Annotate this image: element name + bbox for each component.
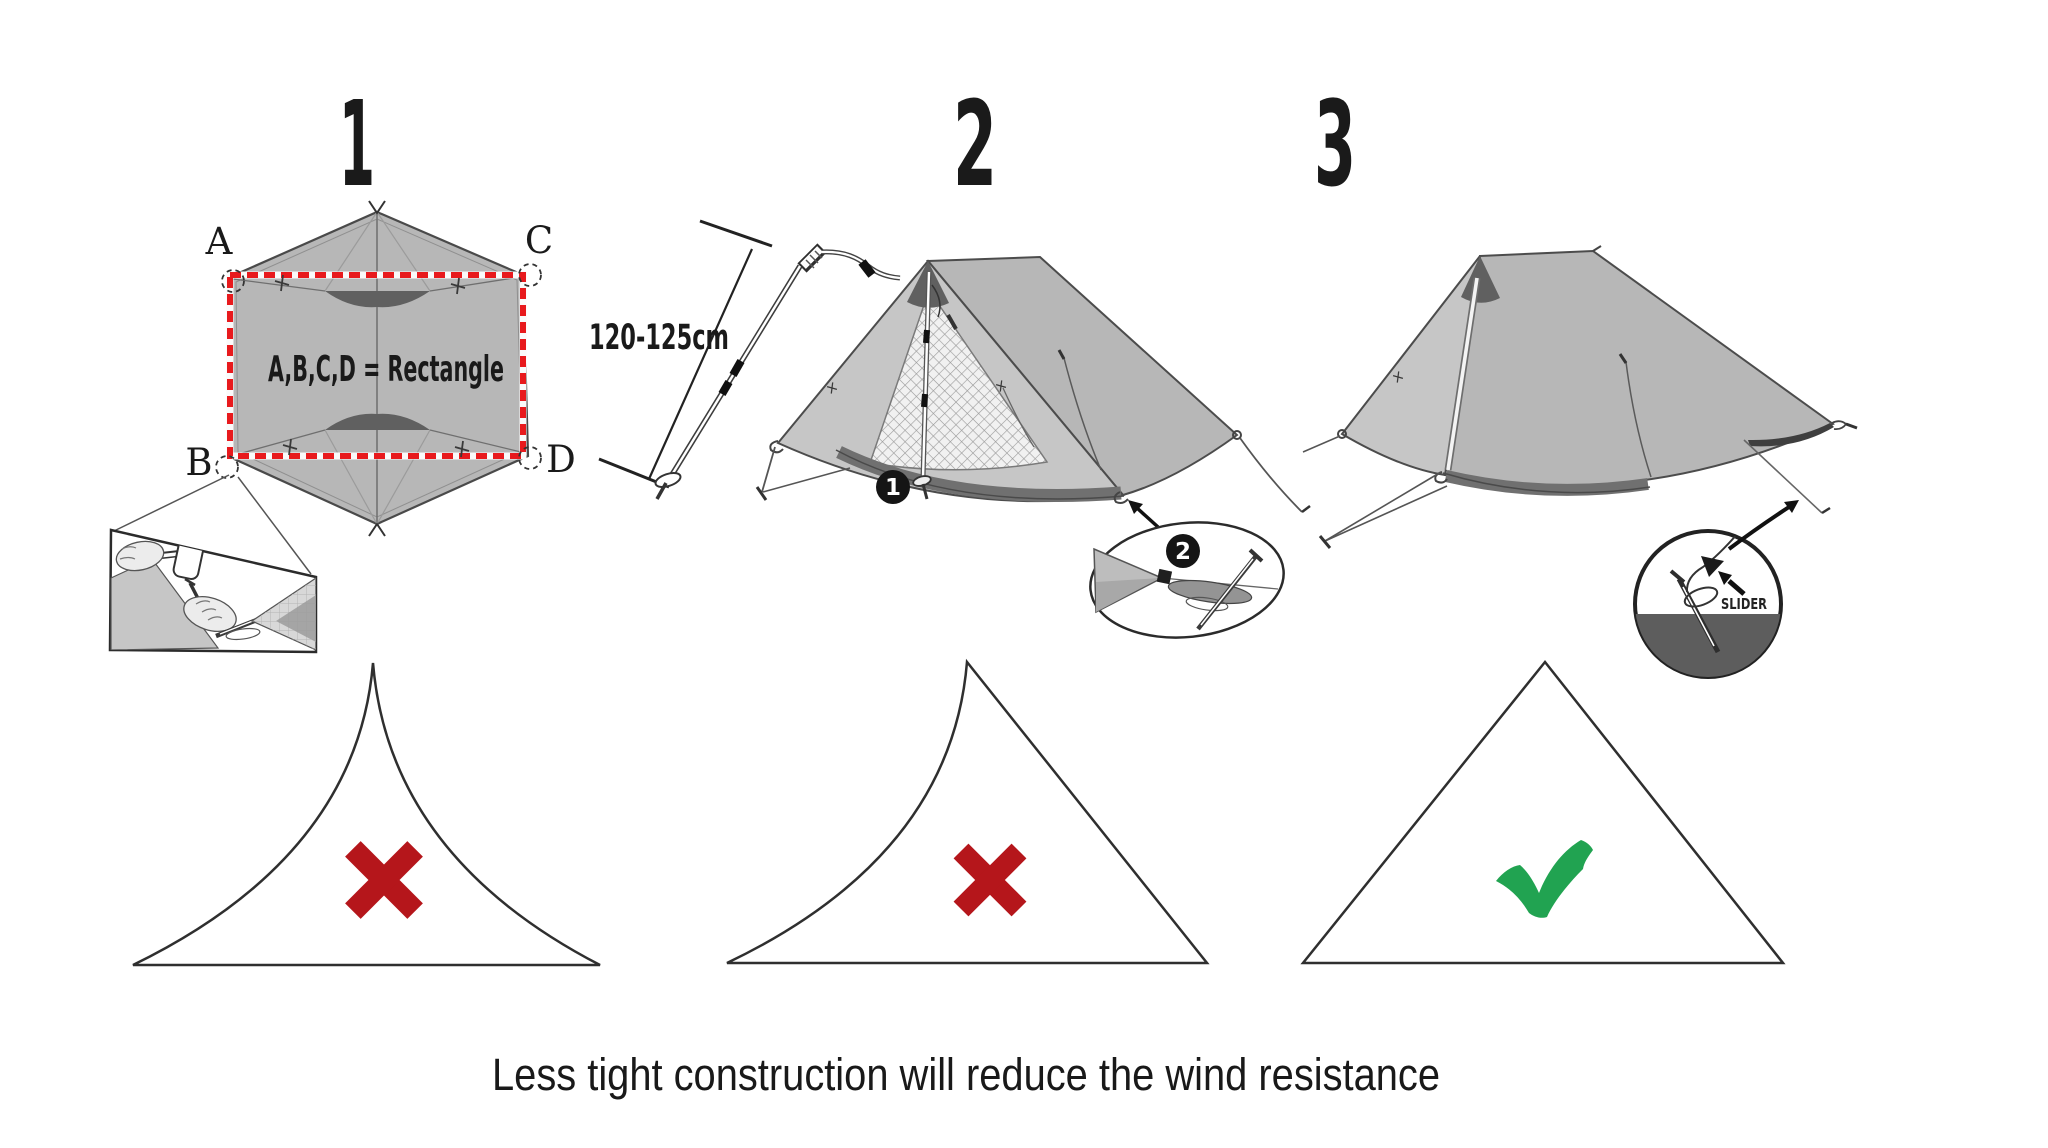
- trekking-pole-icon: [654, 243, 901, 500]
- tent3-right-underside: [1748, 423, 1834, 447]
- tight-tent-shape: [1300, 659, 1786, 965]
- cross-mark-icon: [345, 841, 423, 919]
- check-mark-icon: [1496, 840, 1593, 918]
- stake-core: [1682, 586, 1715, 647]
- cross-arm: [345, 841, 423, 919]
- tent2-inner-pole: [912, 271, 958, 500]
- staking-inset: [108, 528, 318, 654]
- hammering-scene: [110, 538, 316, 651]
- bottom-vestibule-triangle: [325, 413, 430, 430]
- step2-number: 2: [953, 75, 997, 213]
- stake-icon: [1196, 548, 1264, 631]
- wind-comparison-row: [132, 658, 1786, 967]
- slider-label: SLIDER: [1721, 595, 1767, 613]
- stake-inset: 2: [1089, 521, 1285, 639]
- step1-section: 1: [108, 75, 576, 654]
- tent3-side-panel: [1443, 249, 1835, 487]
- slider-callout-arrow: [1727, 500, 1799, 551]
- corner-label-d: D: [546, 438, 576, 481]
- stake-callout-arrow: [1128, 500, 1160, 529]
- slack-tent-shape-1: [132, 662, 601, 967]
- slack-tent-shape-2: [726, 658, 1210, 965]
- corner-label-a: A: [205, 220, 234, 263]
- tent3-details: [1302, 245, 1858, 549]
- tent-step3: [1302, 245, 1858, 549]
- stake-head: [1669, 569, 1686, 584]
- tent3-apex-triangle: [1461, 256, 1500, 303]
- top-vestibule-triangle: [325, 291, 430, 308]
- step1-number: 1: [339, 75, 375, 213]
- step3-section: 3: [1302, 75, 1858, 679]
- slider-inset: SLIDER: [1633, 500, 1799, 679]
- cord-loop: [1185, 596, 1229, 612]
- badge-1: 1: [876, 470, 910, 504]
- corner-connectors: [232, 276, 526, 456]
- rectangle-guide-dashed: [227, 272, 526, 459]
- corner-label-c: C: [525, 219, 553, 262]
- slider-piece: [1701, 556, 1724, 577]
- cross-mark-icon: [953, 843, 1027, 917]
- tent-step2: 1: [755, 255, 1311, 513]
- pole-length-label: 120-125cm: [589, 318, 729, 358]
- tent3-ground-edge: [1442, 472, 1651, 494]
- tent-corner-wedge-shade: [1096, 578, 1160, 612]
- corner-stake-loops: [215, 263, 542, 479]
- badge-1-label: 1: [885, 475, 901, 501]
- tent2-side-panel: [925, 255, 1239, 497]
- badge-2-label: 2: [1175, 539, 1191, 565]
- step3-number: 3: [1314, 75, 1356, 213]
- badge-2: 2: [1166, 534, 1200, 568]
- inset-callout-lines: [113, 474, 312, 575]
- tent3-pole-stripe-core: [1446, 277, 1479, 471]
- tent3-ground-strip: [1444, 470, 1649, 496]
- buckle-icon: [1156, 568, 1173, 585]
- tent3-front-face: [1340, 255, 1481, 477]
- tent2-details: [755, 349, 1311, 513]
- guyline-in-circle: [1685, 531, 1740, 593]
- caption: Less tight construction will reduce the …: [492, 1049, 1440, 1100]
- guyline-loop: [1683, 586, 1719, 608]
- footprint-diagram: A C B D A,B,C,D = Rectangle: [185, 200, 576, 537]
- apex-guy-marks: [368, 200, 386, 537]
- tent2-ground-edge: [835, 449, 1125, 500]
- corner-label-b: B: [185, 441, 212, 484]
- slider-pointer-arrow: [1718, 571, 1746, 596]
- cross-arm: [953, 843, 1027, 917]
- trekking-pole-figure: 120-125cm: [589, 219, 901, 500]
- step2-section: 2 120-125cm: [589, 75, 1311, 639]
- rectangle-formula: A,B,C,D = Rectangle: [268, 349, 504, 390]
